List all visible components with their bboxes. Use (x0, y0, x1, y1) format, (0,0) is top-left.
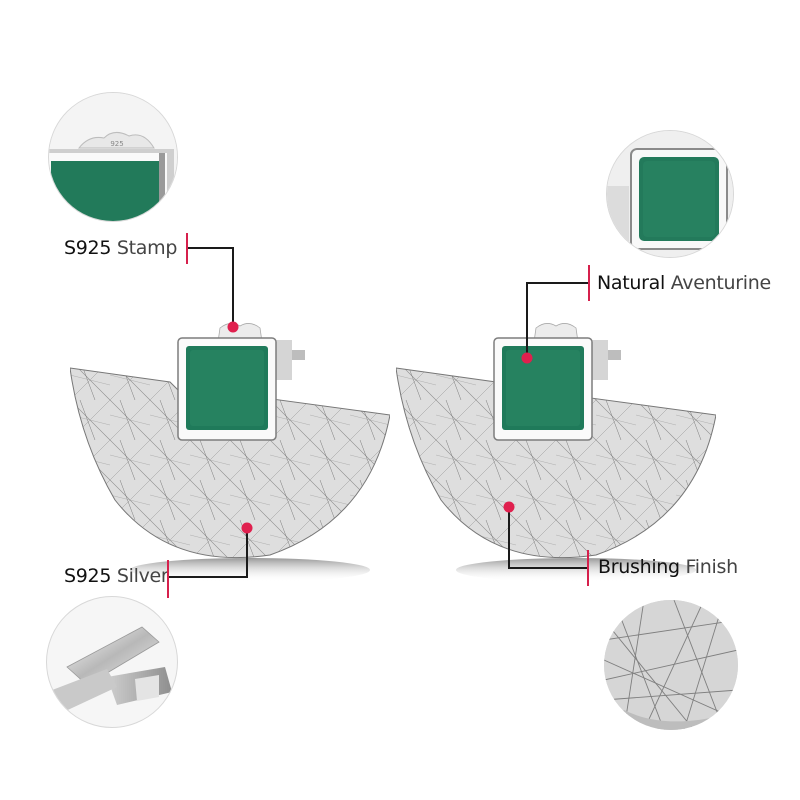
callout-label-brushing-bold: Brushing (598, 556, 680, 578)
callout-label-stamp: S925 Stamp (64, 237, 177, 259)
stamp-closeup-image: 925 (49, 93, 177, 221)
callout-dot-stamp (227, 321, 239, 333)
svg-text:925: 925 (110, 140, 123, 148)
callout-line-stamp-h (188, 247, 234, 249)
detail-circle-brushing (604, 600, 738, 730)
callout-label-silver: S925 Silver (64, 565, 169, 587)
callout-dot-silver (241, 522, 253, 534)
callout-line-brushing-v (508, 507, 510, 569)
callout-label-aventurine-light: Aventurine (664, 272, 771, 294)
aventurine-closeup-image (607, 131, 733, 257)
callout-line-aventurine-h (527, 282, 588, 284)
callout-line-stamp-v (232, 247, 234, 327)
callout-label-brushing: Brushing Finish (598, 556, 738, 578)
detail-circle-aventurine (606, 130, 734, 258)
callout-line-brushing-h (509, 567, 587, 569)
silver-bars-image (47, 626, 172, 715)
callout-label-stamp-bold: S925 (64, 237, 112, 259)
earring-right (396, 320, 716, 585)
callout-tick-silver (167, 560, 169, 598)
callout-dot-aventurine (521, 352, 533, 364)
detail-circle-stamp: 925 (48, 92, 178, 222)
callout-label-silver-bold: S925 (64, 565, 112, 587)
callout-line-silver-v (246, 528, 248, 578)
callout-tick-aventurine (588, 265, 590, 301)
callout-line-silver-h (169, 576, 248, 578)
detail-circle-silver-bars (46, 596, 178, 728)
callout-tick-brushing (587, 550, 589, 586)
callout-label-stamp-light: Stamp (111, 237, 178, 259)
callout-label-brushing-light: Finish (679, 556, 739, 578)
callout-label-aventurine-bold: Natural (597, 272, 665, 294)
brushed-texture-image (604, 600, 738, 730)
earring-left (70, 320, 390, 585)
callout-label-aventurine: Natural Aventurine (597, 272, 771, 294)
callout-line-aventurine-v (526, 282, 528, 358)
callout-label-silver-light: Silver (111, 565, 169, 587)
callout-tick-stamp (186, 233, 188, 264)
callout-dot-brushing (503, 501, 515, 513)
